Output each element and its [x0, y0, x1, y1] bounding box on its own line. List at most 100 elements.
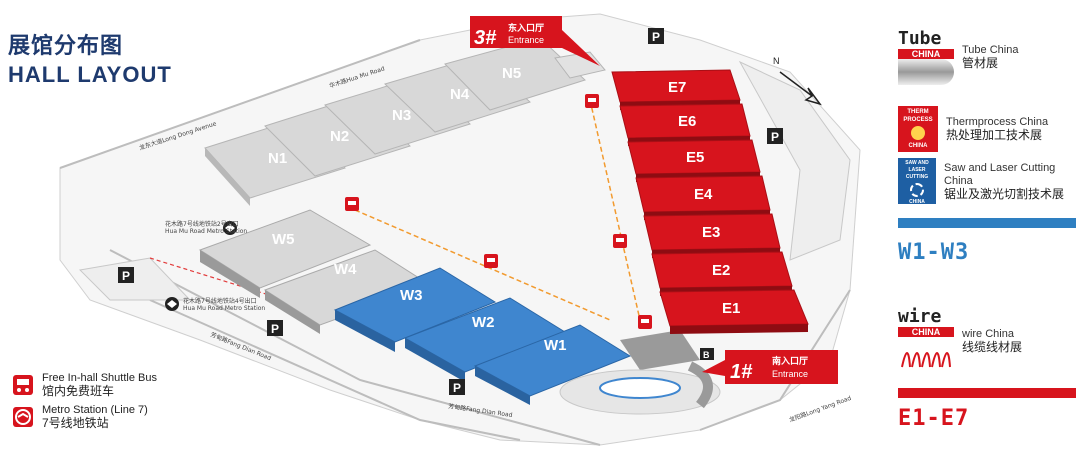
wire-china-logo: wire CHINA: [898, 306, 954, 376]
brand-tube-en: Tube China: [962, 43, 1019, 56]
parking-label: P: [652, 30, 660, 44]
entrance-east-en: Entrance: [508, 35, 544, 45]
saw-blade-icon: [910, 183, 924, 197]
brand-saw: SAW AND LASER CUTTING CHINA Saw and Lase…: [898, 158, 1080, 205]
parking-label: P: [271, 322, 279, 336]
legend: Free In-hall Shuttle Bus 馆内免费班车 Metro St…: [12, 372, 157, 436]
metro-station-b-en: Hua Mu Road Metro Station: [183, 305, 265, 312]
legend-metro: Metro Station (Line 7) 7号线地铁站: [12, 404, 157, 430]
hall-e3[interactable]: E3: [643, 213, 781, 258]
hall-e6[interactable]: E6: [619, 103, 751, 146]
hall-w1[interactable]: W1: [473, 324, 700, 405]
wire-logo-bottom: CHINA: [898, 327, 954, 337]
hall-e2[interactable]: E2: [651, 251, 793, 296]
hall-e4-label: E4: [694, 186, 713, 203]
hall-n2-label: N2: [330, 128, 349, 145]
hall-n4-label: N4: [450, 86, 470, 103]
brand-tube: Tube CHINA Tube China 管材展: [898, 28, 1018, 85]
hall-n5-label: N5: [502, 65, 521, 82]
hall-w3-label: W3: [400, 287, 423, 304]
hall-w5-label: W5: [272, 231, 295, 248]
metro-icon: [13, 407, 33, 427]
parking-icon[interactable]: P: [267, 320, 283, 336]
hall-e2-label: E2: [712, 262, 730, 279]
saw-logo-mid: LASER CUTTING: [905, 167, 929, 180]
title-en: HALL LAYOUT: [8, 62, 172, 87]
hall-e1-label: E1: [722, 300, 740, 317]
hall-w2[interactable]: W2: [403, 297, 567, 382]
parking-icon[interactable]: P: [767, 128, 783, 144]
metro-icon[interactable]: [165, 297, 179, 311]
saw-logo: SAW AND LASER CUTTING CHINA: [898, 158, 937, 205]
brand-thermprocess-en: Thermprocess China: [946, 116, 1049, 128]
saw-logo-top: SAW AND: [905, 160, 929, 166]
metro-icon[interactable]: [223, 221, 237, 235]
legend-shuttle-en: Free In-hall Shuttle Bus: [42, 372, 157, 384]
hall-n1-label: N1: [268, 150, 287, 167]
legend-metro-en: Metro Station (Line 7): [42, 404, 148, 416]
tube-china-logo: Tube CHINA: [898, 28, 954, 85]
shuttle-bus-icon[interactable]: [484, 254, 498, 268]
page-title: 展馆分布图 HALL LAYOUT: [8, 28, 172, 88]
hall-e1[interactable]: E1: [659, 289, 809, 334]
parking-label: P: [453, 381, 461, 395]
range-w: W1-W3: [898, 240, 970, 265]
wire-strands-icon: [901, 352, 951, 368]
south-plaza: [559, 361, 721, 415]
brand-wire-cn: 线缆线材展: [962, 340, 1023, 354]
hall-n3-label: N3: [392, 107, 411, 124]
hall-w1-label: W1: [544, 337, 567, 354]
tube-logo-bottom: CHINA: [898, 49, 954, 59]
metro-station-a-label: 花木路7号线地铁站2号出口: [165, 220, 239, 228]
entrance-south-num: 1#: [730, 361, 753, 383]
legend-shuttle-cn: 馆内免费班车: [42, 384, 115, 398]
hall-e4[interactable]: E4: [635, 175, 771, 220]
entrance-east-num: 3#: [474, 27, 497, 49]
road-longyang: 龙阳路Long Yang Road: [788, 394, 852, 424]
range-e: E1-E7: [898, 406, 970, 431]
range-w-bar: [898, 218, 1076, 228]
thermprocess-logo: THERM PROCESS CHINA: [898, 106, 938, 152]
brand-wire: wire CHINA wire China 线缆线材展: [898, 306, 1022, 376]
tube-logo-top: Tube: [898, 28, 942, 49]
entrance-south[interactable]: 1# 南入口厅 Entrance: [702, 350, 838, 384]
parking-icon[interactable]: P: [648, 28, 664, 44]
brand-thermprocess-cn: 热处理加工技术展: [946, 128, 1043, 142]
shuttle-bus-icon[interactable]: [585, 94, 599, 108]
thermprocess-logo-top: THERM: [907, 109, 929, 115]
hall-e5[interactable]: E5: [627, 139, 761, 182]
hall-e6-label: E6: [678, 113, 696, 130]
gate-b: B: [700, 348, 714, 360]
gate-b-label: B: [703, 350, 710, 360]
shuttle-bus-icon[interactable]: [613, 234, 627, 248]
brand-saw-en: Saw and Laser Cutting China: [944, 161, 1056, 187]
hall-e7-label: E7: [668, 79, 686, 96]
shuttle-bus-icon[interactable]: [345, 197, 359, 211]
thermprocess-logo-bottom: CHINA: [908, 143, 928, 149]
parking-icon[interactable]: P: [449, 379, 465, 395]
hall-map: N1 N2 N3 N4 N5 W5 W4 W3 W2: [59, 13, 861, 446]
north-arrow-icon: N: [773, 56, 822, 106]
metro-station-b-label: 花木路7号线地铁站4号出口: [183, 297, 257, 305]
shuttle-bus-icon[interactable]: [638, 315, 652, 329]
metro-station-a-en: Hua Mu Road Metro Station: [165, 228, 247, 235]
shuttle-bus-icon: [13, 375, 33, 395]
brand-tube-cn: 管材展: [962, 55, 999, 70]
parking-icon[interactable]: P: [118, 267, 134, 283]
wire-logo-top: wire: [898, 306, 942, 327]
entrance-east[interactable]: 3# 东入口厅 Entrance: [470, 16, 600, 66]
north-label: N: [773, 56, 780, 66]
brand-wire-en: wire China: [962, 328, 1014, 340]
entrance-east-cn: 东入口厅: [508, 22, 544, 34]
hall-e5-label: E5: [686, 149, 704, 166]
parking-label: P: [122, 269, 130, 283]
legend-shuttle: Free In-hall Shuttle Bus 馆内免费班车: [12, 372, 157, 398]
hall-e3-label: E3: [702, 224, 720, 241]
brand-saw-cn: 锯业及激光切割技术展: [944, 186, 1065, 201]
legend-metro-cn: 7号线地铁站: [42, 416, 109, 430]
hall-w5[interactable]: W5: [198, 209, 372, 298]
hall-w3[interactable]: W3: [333, 267, 497, 352]
brand-thermprocess: THERM PROCESS CHINA Thermprocess China 热…: [898, 106, 1048, 152]
title-cn: 展馆分布图: [8, 33, 124, 58]
saw-logo-bottom: CHINA: [909, 199, 925, 205]
